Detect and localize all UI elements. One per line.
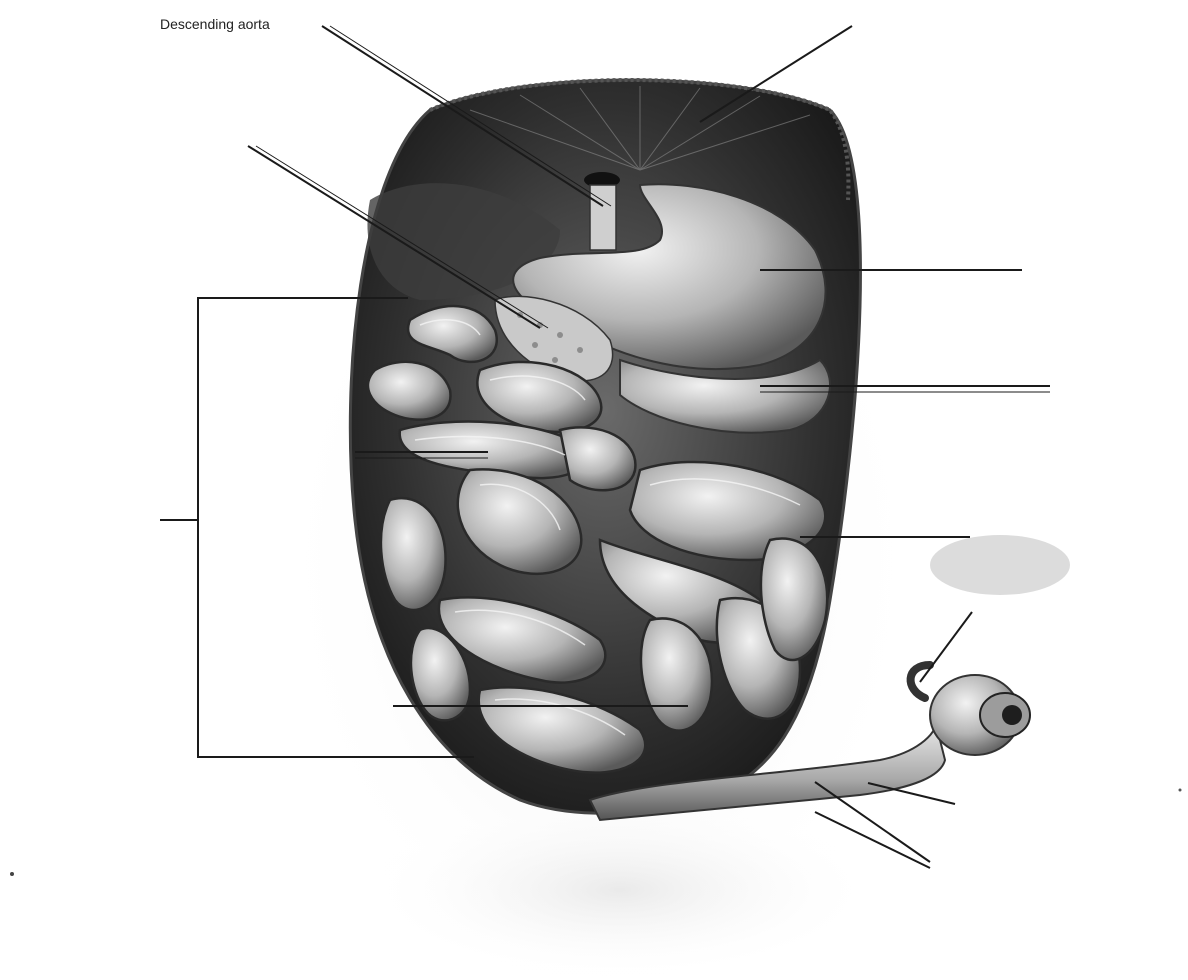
label-descending-aorta: Descending aorta — [160, 16, 270, 32]
blurred-smudge — [930, 535, 1070, 595]
organ-lumen — [1002, 705, 1022, 725]
speck — [10, 872, 14, 876]
speck — [1179, 789, 1182, 792]
pelvis-shadow — [360, 800, 880, 980]
